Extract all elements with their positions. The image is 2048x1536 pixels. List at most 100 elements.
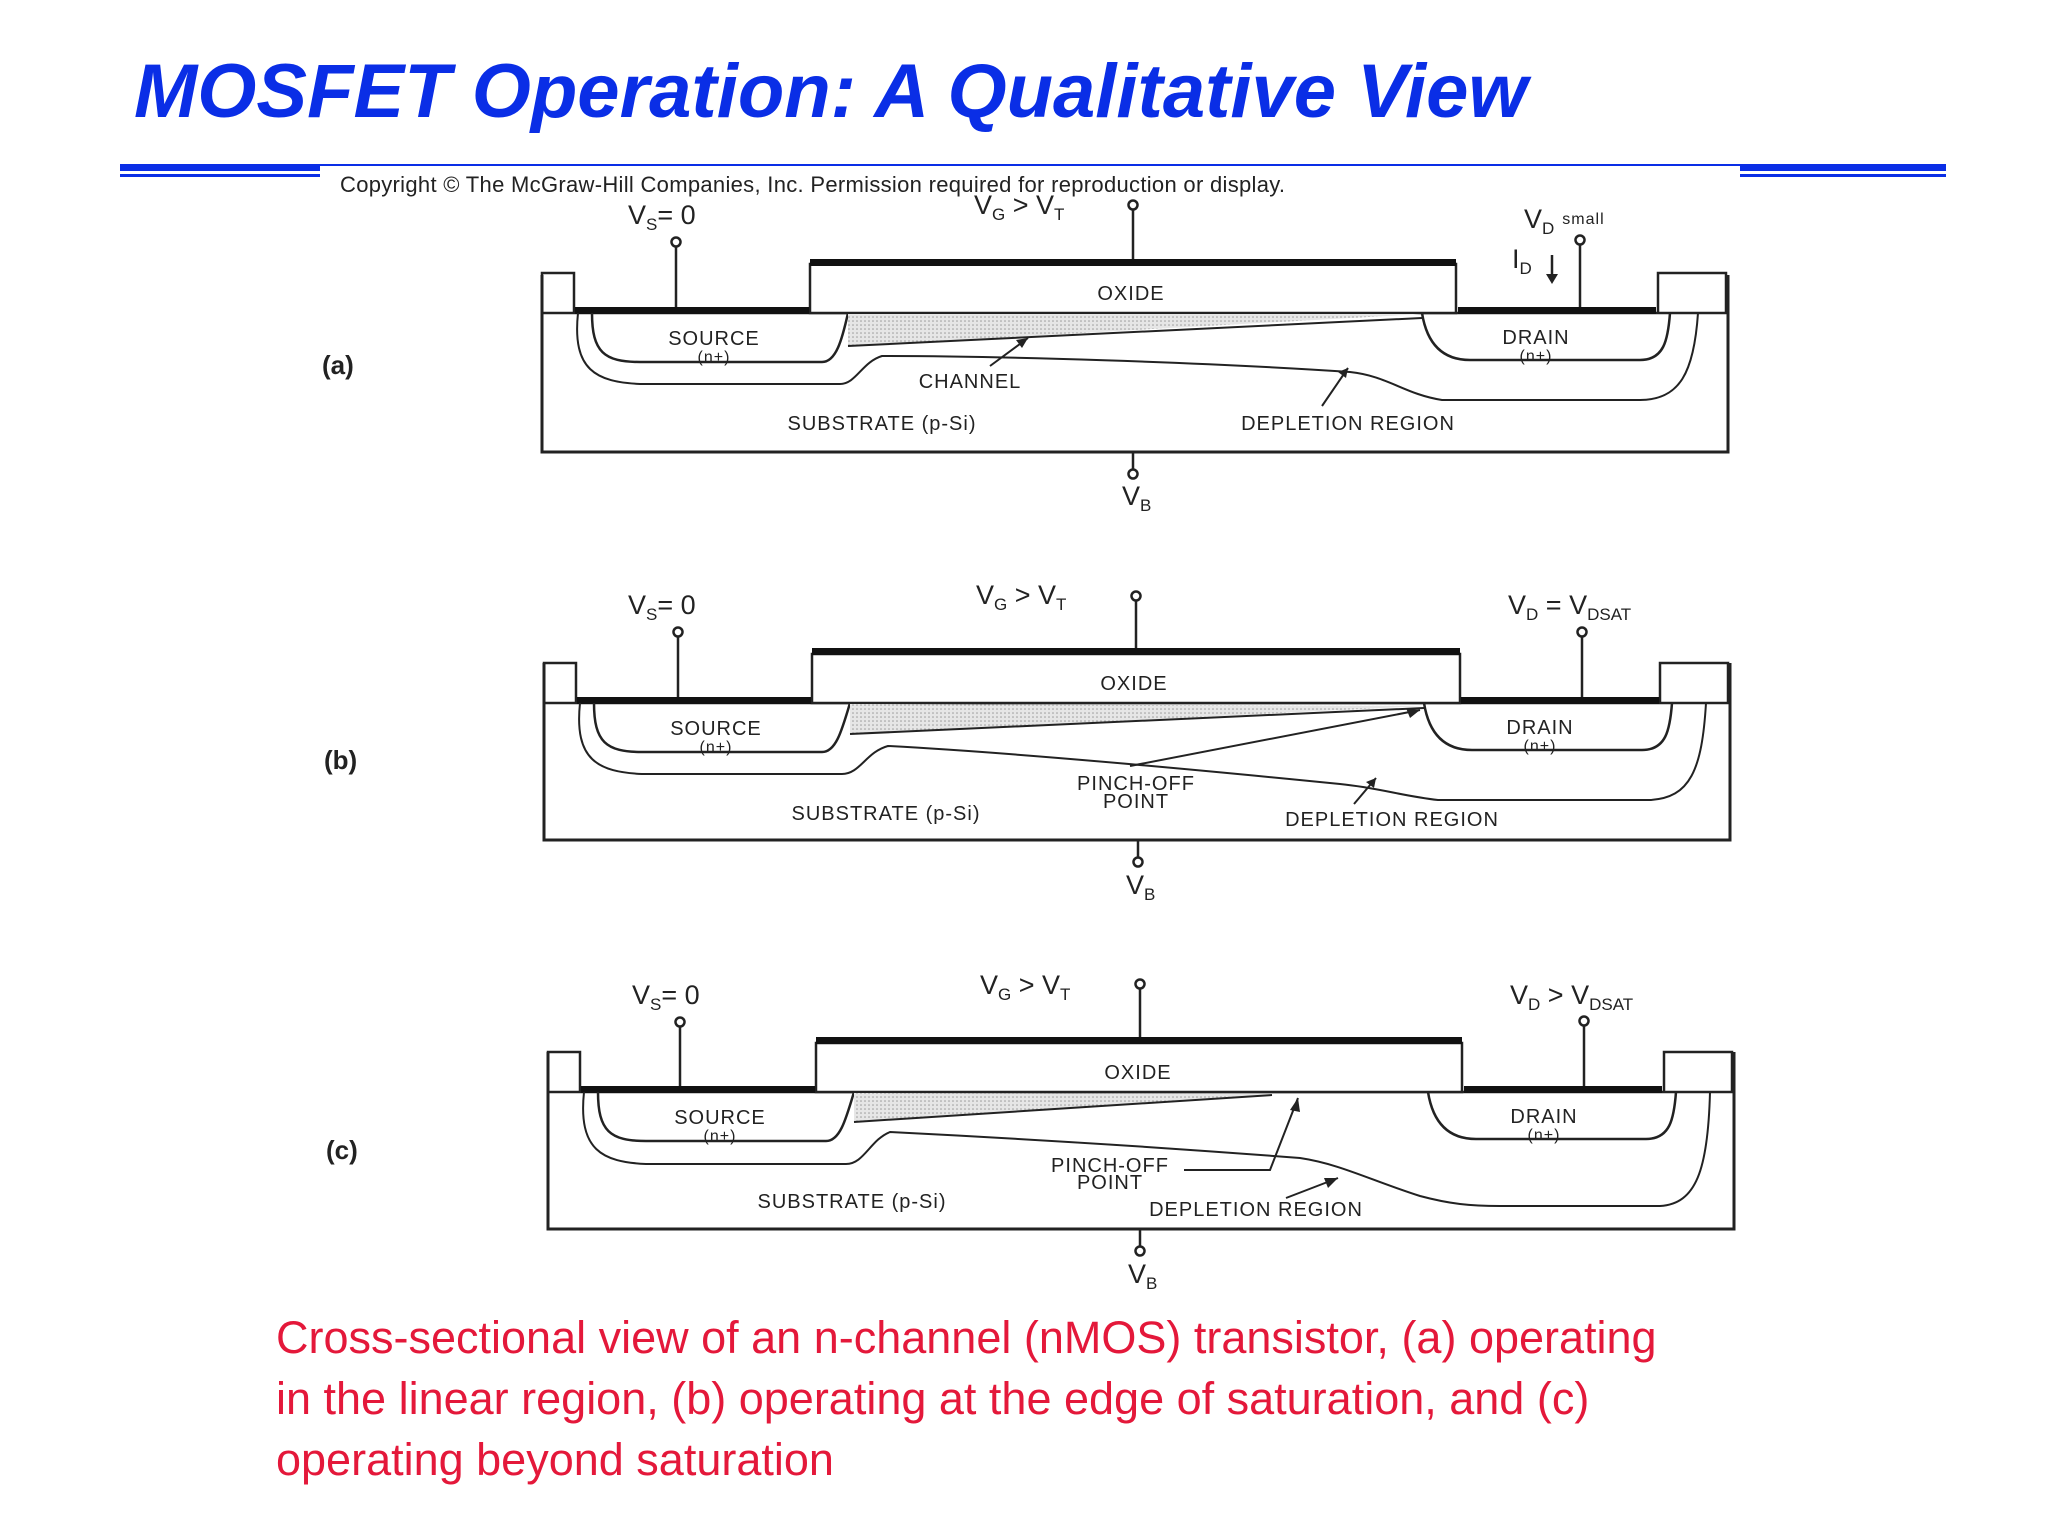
depletion-boundary-b (578, 702, 1707, 801)
channel-edge-b (849, 707, 1425, 735)
source-label-b: SOURCE (670, 718, 762, 740)
source-contact-a (575, 307, 809, 314)
depletion-pointer-head-c (1324, 1178, 1338, 1188)
gate-electrode-b (812, 648, 1460, 655)
panel-a: (a) (322, 190, 1730, 515)
drain-contact-c (1464, 1086, 1662, 1093)
drain-label-c: DRAIN (1510, 1106, 1577, 1128)
source-well-b (592, 702, 852, 754)
panel-b: (b) OXIDE SOURCE (n+) DRAIN (n+) PINCH-O… (324, 580, 1732, 904)
panel-label-a: (a) (322, 350, 354, 380)
drain-terminal-b (1576, 626, 1588, 638)
body-terminal-a (1127, 468, 1139, 480)
drain-contact-a (1458, 307, 1656, 314)
oxide-label-c: OXIDE (1104, 1062, 1171, 1084)
vg-label-a: VG > VT (974, 190, 1064, 224)
panel-label-b: (b) (324, 745, 357, 775)
id-label-a: ID (1512, 244, 1532, 278)
source-type-a: (n+) (698, 349, 731, 366)
depletion-label-c: DEPLETION REGION (1149, 1199, 1363, 1221)
oxide-label-a: OXIDE (1097, 283, 1164, 305)
field-oxide-right-c (1662, 1050, 1734, 1092)
pinch-point-label-b: POINT (1103, 791, 1169, 813)
vs-label-b: VS= 0 (628, 590, 696, 624)
field-oxide-right-b (1658, 661, 1730, 703)
oxide-label-b: OXIDE (1100, 673, 1167, 695)
substrate-label-a: SUBSTRATE (p-Si) (788, 413, 977, 435)
vb-label-c: VB (1128, 1259, 1157, 1293)
body-terminal-b (1132, 856, 1144, 868)
vb-label-a: VB (1122, 481, 1151, 515)
vd-label-c: VD > VDSAT (1510, 980, 1633, 1014)
drain-terminal-a (1574, 234, 1586, 246)
drain-terminal-c (1578, 1015, 1590, 1027)
source-label-a: SOURCE (668, 328, 760, 350)
pinch-label-b: PINCH-OFF (1077, 773, 1195, 795)
depletion-boundary-a (576, 312, 1699, 401)
pinch-pointer-head-c (1290, 1098, 1300, 1112)
substrate-label-c: SUBSTRATE (p-Si) (758, 1191, 947, 1213)
gate-oxide-a (808, 262, 1458, 315)
drain-type-b: (n+) (1524, 738, 1557, 755)
vb-label-b: VB (1126, 870, 1155, 904)
drain-well-c (1426, 1091, 1678, 1141)
drain-well-a (1420, 312, 1672, 362)
source-well-c (596, 1091, 856, 1143)
slide-title: MOSFET Operation: A Qualitative View (134, 49, 1528, 134)
depletion-label-b: DEPLETION REGION (1285, 809, 1499, 831)
source-label-c: SOURCE (674, 1107, 766, 1129)
drain-type-a: (n+) (1520, 348, 1553, 365)
substrate-label-b: SUBSTRATE (p-Si) (792, 803, 981, 825)
current-arrowhead-a (1546, 274, 1558, 284)
figure-caption: Cross-sectional view of an n-channel (nM… (276, 1307, 1916, 1490)
source-well-a (590, 312, 850, 364)
drain-label-b: DRAIN (1506, 717, 1573, 739)
source-terminal-a (670, 236, 682, 248)
channel-edge-a (847, 317, 1423, 347)
gate-electrode-a (810, 259, 1456, 266)
vs-label-c: VS= 0 (632, 980, 700, 1014)
substrate-body-a (540, 275, 1730, 454)
field-oxide-right-a (1656, 271, 1728, 313)
pinch-pointer-head-b (1406, 708, 1420, 718)
caption-line-2: in the linear region, (b) operating at t… (276, 1373, 1590, 1424)
drain-label-a: DRAIN (1502, 327, 1569, 349)
drain-well-b (1422, 702, 1674, 752)
pinch-pointer-b (1129, 709, 1421, 767)
channel-edge-c (853, 1094, 1273, 1123)
depletion-pointer-head-a (1338, 368, 1348, 378)
drain-type-c: (n+) (1528, 1127, 1561, 1144)
pinch-pointer-c (1184, 1097, 1299, 1171)
source-contact-c (581, 1086, 815, 1093)
field-oxide-left-c (546, 1050, 582, 1092)
depletion-pointer-head-b (1366, 778, 1376, 788)
vg-label-b: VG > VT (976, 580, 1066, 614)
gate-terminal-c (1134, 978, 1146, 990)
channel-pointer-head-a (1016, 338, 1028, 348)
field-oxide-left-a (540, 271, 576, 313)
source-terminal-b (672, 626, 684, 638)
vd-label-b: VD = VDSAT (1508, 590, 1631, 624)
gate-terminal-b (1130, 590, 1142, 602)
caption-line-1: Cross-sectional view of an n-channel (nM… (276, 1312, 1657, 1363)
source-type-c: (n+) (704, 1128, 737, 1145)
drain-contact-b (1461, 697, 1659, 704)
source-type-b: (n+) (700, 739, 733, 756)
gate-oxide-c (814, 1041, 1464, 1094)
figure-area (320, 166, 1740, 1306)
source-terminal-c (674, 1016, 686, 1028)
vg-label-c: VG > VT (980, 970, 1070, 1004)
vs-label-a: VS= 0 (628, 200, 696, 234)
gate-terminal-a (1127, 199, 1139, 211)
pinch-point-label-c: POINT (1077, 1172, 1143, 1194)
copyright-notice: Copyright © The McGraw-Hill Companies, I… (340, 172, 1740, 198)
panel-c: (c) OXIDE SOURCE (n+) DRAIN (n+) PINCH-O… (326, 970, 1736, 1293)
pinch-label-c: PINCH-OFF (1051, 1155, 1169, 1177)
caption-line-3: operating beyond saturation (276, 1434, 834, 1485)
depletion-label-a: DEPLETION REGION (1241, 413, 1455, 435)
depletion-boundary-c (582, 1091, 1711, 1207)
body-terminal-c (1134, 1245, 1146, 1257)
gate-electrode-c (816, 1037, 1462, 1044)
